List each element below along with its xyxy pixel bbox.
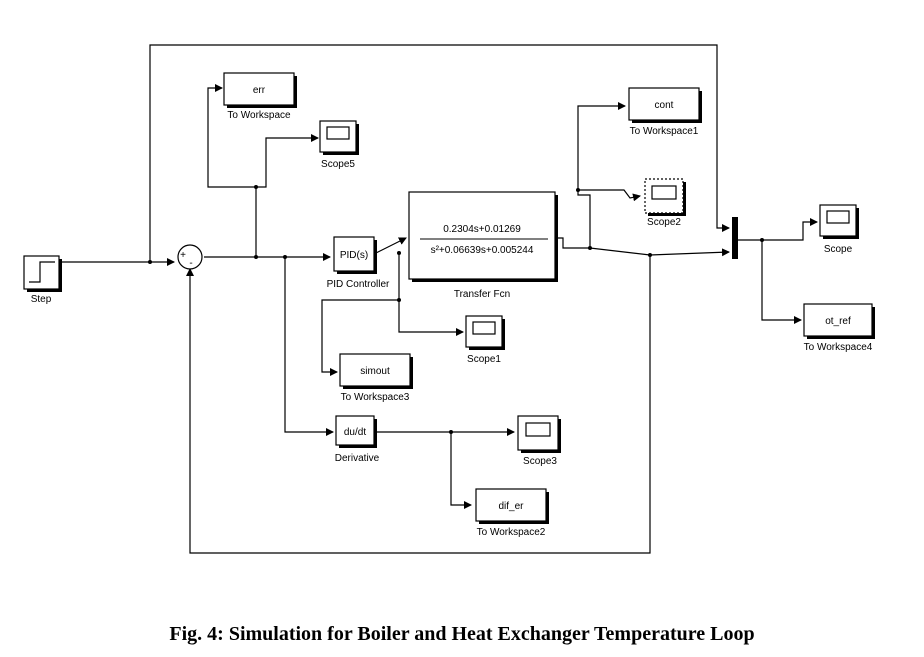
branch-points bbox=[148, 185, 764, 434]
scope5-caption: Scope5 bbox=[321, 159, 355, 170]
sum-minus-sign: - bbox=[189, 258, 192, 269]
cont-block-text: cont bbox=[655, 100, 674, 111]
mux-block[interactable] bbox=[732, 217, 738, 259]
cont-workspace-block[interactable]: cont bbox=[628, 87, 702, 123]
derivative-block[interactable]: du/dt bbox=[335, 415, 377, 448]
step-caption: Step bbox=[31, 294, 52, 305]
step-block[interactable] bbox=[23, 255, 62, 292]
ot-ref-block-text: ot_ref bbox=[825, 316, 851, 327]
pid-controller-block[interactable]: PID(s) bbox=[333, 236, 377, 274]
simout-caption: To Workspace3 bbox=[341, 392, 410, 403]
tf-denominator: s²+0.06639s+0.005244 bbox=[431, 245, 534, 256]
signal-wires bbox=[60, 44, 818, 554]
err-workspace-block[interactable]: err bbox=[223, 72, 297, 108]
scope5-block[interactable] bbox=[319, 120, 359, 155]
scope2-caption: Scope2 bbox=[647, 217, 681, 228]
scope2-block[interactable] bbox=[644, 178, 686, 216]
derivative-block-text: du/dt bbox=[344, 427, 366, 438]
sum-plus-sign: + bbox=[180, 250, 186, 261]
err-caption: To Workspace bbox=[227, 110, 291, 121]
err-block-text: err bbox=[253, 85, 266, 96]
simout-workspace-block[interactable]: simout bbox=[339, 353, 413, 389]
tf-caption: Transfer Fcn bbox=[454, 289, 510, 300]
tf-numerator: 0.2304s+0.01269 bbox=[443, 224, 521, 235]
scope-caption: Scope bbox=[824, 244, 853, 255]
dif-er-block-text: dif_er bbox=[498, 501, 524, 512]
simulink-diagram: Step + - err To Workspace Scope5 PID(s) … bbox=[23, 44, 875, 554]
dif-er-caption: To Workspace2 bbox=[477, 527, 546, 538]
scope1-block[interactable] bbox=[465, 315, 505, 350]
scope1-caption: Scope1 bbox=[467, 354, 501, 365]
ot-ref-workspace-block[interactable]: ot_ref bbox=[803, 303, 875, 339]
figure-caption: Fig. 4: Simulation for Boiler and Heat E… bbox=[169, 623, 755, 645]
pid-block-text: PID(s) bbox=[340, 250, 368, 261]
cont-caption: To Workspace1 bbox=[630, 126, 699, 137]
derivative-caption: Derivative bbox=[335, 453, 380, 464]
ot-ref-caption: To Workspace4 bbox=[804, 342, 873, 353]
scope3-block[interactable] bbox=[517, 415, 561, 453]
pid-caption: PID Controller bbox=[327, 279, 390, 290]
simout-block-text: simout bbox=[360, 366, 390, 377]
sum-block[interactable]: + - bbox=[177, 244, 203, 270]
dif-er-workspace-block[interactable]: dif_er bbox=[475, 488, 549, 524]
transfer-fcn-block[interactable]: 0.2304s+0.01269 s²+0.06639s+0.005244 bbox=[408, 191, 558, 282]
scope-block[interactable] bbox=[819, 204, 859, 239]
scope3-caption: Scope3 bbox=[523, 456, 557, 467]
